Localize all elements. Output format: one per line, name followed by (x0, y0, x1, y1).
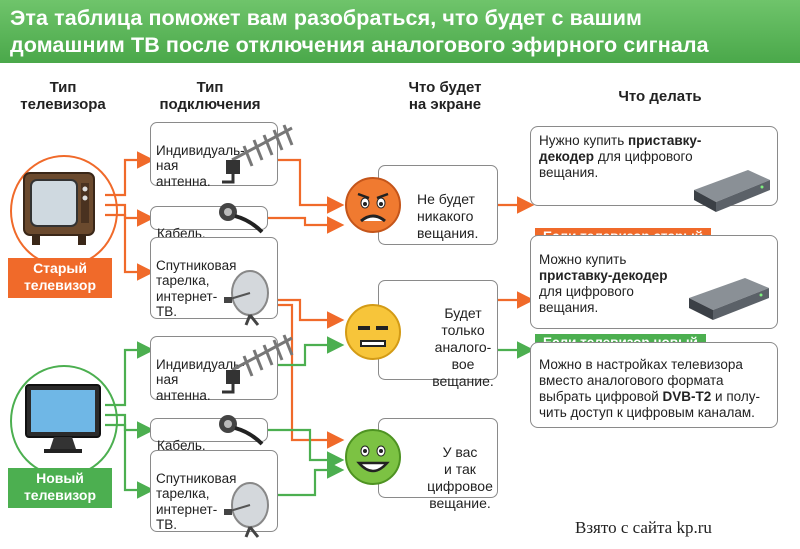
neutral-face-icon (345, 304, 401, 360)
action-new-emphasis: DVB-T2 (662, 389, 712, 404)
cable-plug-icon (219, 203, 264, 234)
action-select-dvb: Можно в настройках телевизора вместо ана… (530, 342, 778, 428)
new-tv-icon (25, 384, 101, 453)
antenna-icon (222, 334, 294, 394)
antenna-icon (222, 124, 294, 184)
action-new-text: Можно в настройках телевизора вместо ана… (539, 357, 743, 404)
outcome-none-label: Не будет никакого вещания. (417, 191, 479, 241)
connection-satellite-new-label: Спутниковая тарелка, интернет- ТВ. (156, 470, 237, 533)
arrow-satellite-new-to-digital (278, 461, 345, 497)
old-tv-icon (23, 172, 95, 245)
connection-antenna-new: Индивидуаль- ная антенна. (150, 336, 278, 403)
connection-cable-old-label: Кабель. (157, 225, 206, 241)
set-top-box-icon (694, 170, 770, 212)
connection-antenna-old-label: Индивидуаль- ная антенна. (156, 142, 245, 189)
connection-antenna-new-label: Индивидуаль- ная антенна. (156, 356, 245, 403)
arrow-satellite-old-to-analog (278, 298, 345, 329)
action-buy1-text-end: для цифрового вещания. (539, 149, 693, 180)
source-credit: Взято с сайта kp.ru (575, 518, 712, 537)
action-new-text-end: и полу- чить доступ к цифровым каналам. (539, 389, 760, 420)
action-buy2-text-end: для цифрового вещания. (539, 284, 634, 315)
satellite-dish-icon (224, 482, 269, 538)
outcome-none-box: Не будет никакого вещания. (378, 165, 498, 245)
action-buy1-emphasis: приставку- декодер (539, 133, 702, 164)
cable-plug-icon (219, 415, 264, 446)
action-buy2-text: Можно купить (539, 252, 627, 267)
arrow-antenna-new-to-analog (278, 336, 345, 367)
arrow-antenna-to-none (278, 158, 345, 214)
new-tv-label: Новый телевизор (8, 468, 112, 508)
outcome-analog-label: Будет только аналого- вое вещание. (432, 305, 494, 389)
connection-antenna-old: Индивидуаль- ная антенна. (150, 122, 278, 189)
action-buy2-emphasis: приставку-декодер (539, 268, 668, 283)
outcome-analog-box: Будет только аналого- вое вещание. (378, 280, 498, 389)
connection-cable-new: Кабель. (150, 418, 268, 453)
column-header-action: Что делать (618, 88, 702, 105)
connection-cable-old: Кабель. (150, 206, 268, 241)
old-tv-label: Старый телевизор (8, 258, 112, 298)
connection-satellite-old-label: Спутниковая тарелка, интернет- ТВ. (156, 257, 237, 320)
sad-face-icon (345, 177, 401, 233)
column-header-screen: Что будет на экране (408, 79, 482, 113)
column-header-tv-type: Тип телевизора (20, 79, 106, 113)
happy-face-icon (345, 429, 401, 485)
connection-cable-new-label: Кабель. (157, 437, 206, 453)
set-top-box-icon (689, 278, 769, 320)
title-banner: Эта таблица поможет вам разобраться, что… (0, 0, 800, 63)
title-line-1: Эта таблица поможет вам разобраться, что… (10, 6, 643, 30)
action-buy1-text: Нужно купить (539, 133, 629, 148)
arrow-satellite-old-to-digital (278, 303, 345, 449)
satellite-dish-icon (224, 270, 269, 326)
arrow-cable-new-to-digital (268, 428, 345, 469)
column-header-connection-type: Тип подключения (159, 79, 261, 113)
action-buy-decoder-1: Нужно купить приставку- декодер для цифр… (530, 126, 778, 206)
title-line-2: домашним ТВ после отключения аналогового… (10, 33, 709, 57)
arrow-cable-old-to-analog (268, 216, 345, 234)
outcome-digital-label: У вас и так цифровое вещание. (427, 444, 493, 511)
